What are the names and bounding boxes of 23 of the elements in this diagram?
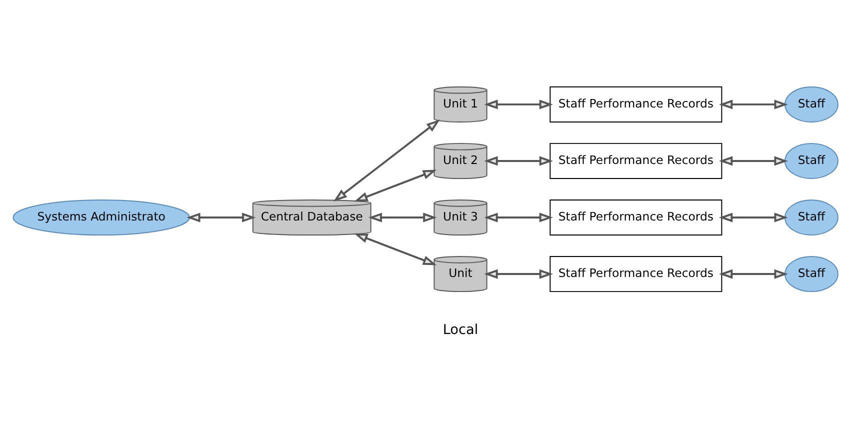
arrow xyxy=(186,212,256,222)
arrow xyxy=(354,232,437,265)
node-box: Staff Performance Records xyxy=(550,256,722,292)
node-box: Staff Performance Records xyxy=(550,198,722,236)
arrow xyxy=(333,118,440,202)
arrow xyxy=(484,99,554,109)
node-ellipse: Systems Administrato xyxy=(12,198,190,236)
arrow xyxy=(354,169,437,202)
node-ellipse: Staff xyxy=(784,198,838,236)
arrow xyxy=(368,212,437,222)
node-box: Staff Performance Records xyxy=(550,142,722,178)
node-ellipse: Staff xyxy=(784,142,838,178)
arrow xyxy=(718,156,788,166)
arrow xyxy=(484,156,554,166)
arrow xyxy=(718,268,788,278)
node-ellipse: Staff xyxy=(784,86,838,122)
arrow xyxy=(484,268,554,278)
arrow xyxy=(484,212,554,222)
arrow xyxy=(718,99,788,109)
label: Local xyxy=(442,322,478,338)
node-ellipse: Staff xyxy=(784,256,838,292)
arrow xyxy=(718,212,788,222)
node-box: Staff Performance Records xyxy=(550,86,722,122)
